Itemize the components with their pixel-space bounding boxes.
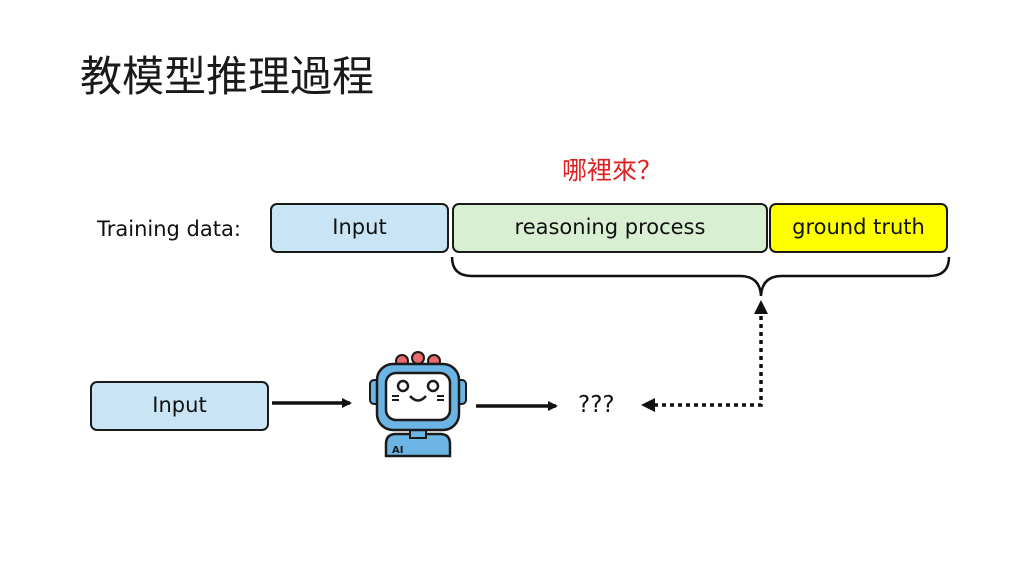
reasoning-process-text: reasoning process [514,215,706,239]
slide-title: 教模型推理過程 [80,52,375,101]
reasoning-process-box: reasoning process [452,203,768,253]
dotted-arrow-up-head [754,300,768,314]
training-input-box: Input [270,203,449,253]
training-data-label: Training data: [97,217,241,241]
unknown-output-text: ??? [578,392,615,418]
ground-truth-text: ground truth [792,215,925,239]
robot-icon: AI [369,351,467,458]
ground-truth-box: ground truth [769,203,948,253]
model-input-box: Input [90,381,269,431]
dotted-connector [641,300,768,412]
dotted-arrow-left-head [641,398,655,412]
curly-brace [450,256,951,297]
robot-badge-text: AI [392,445,403,456]
training-input-text: Input [332,215,387,239]
question-label: 哪裡來？ [562,156,663,185]
model-input-text: Input [152,393,207,417]
